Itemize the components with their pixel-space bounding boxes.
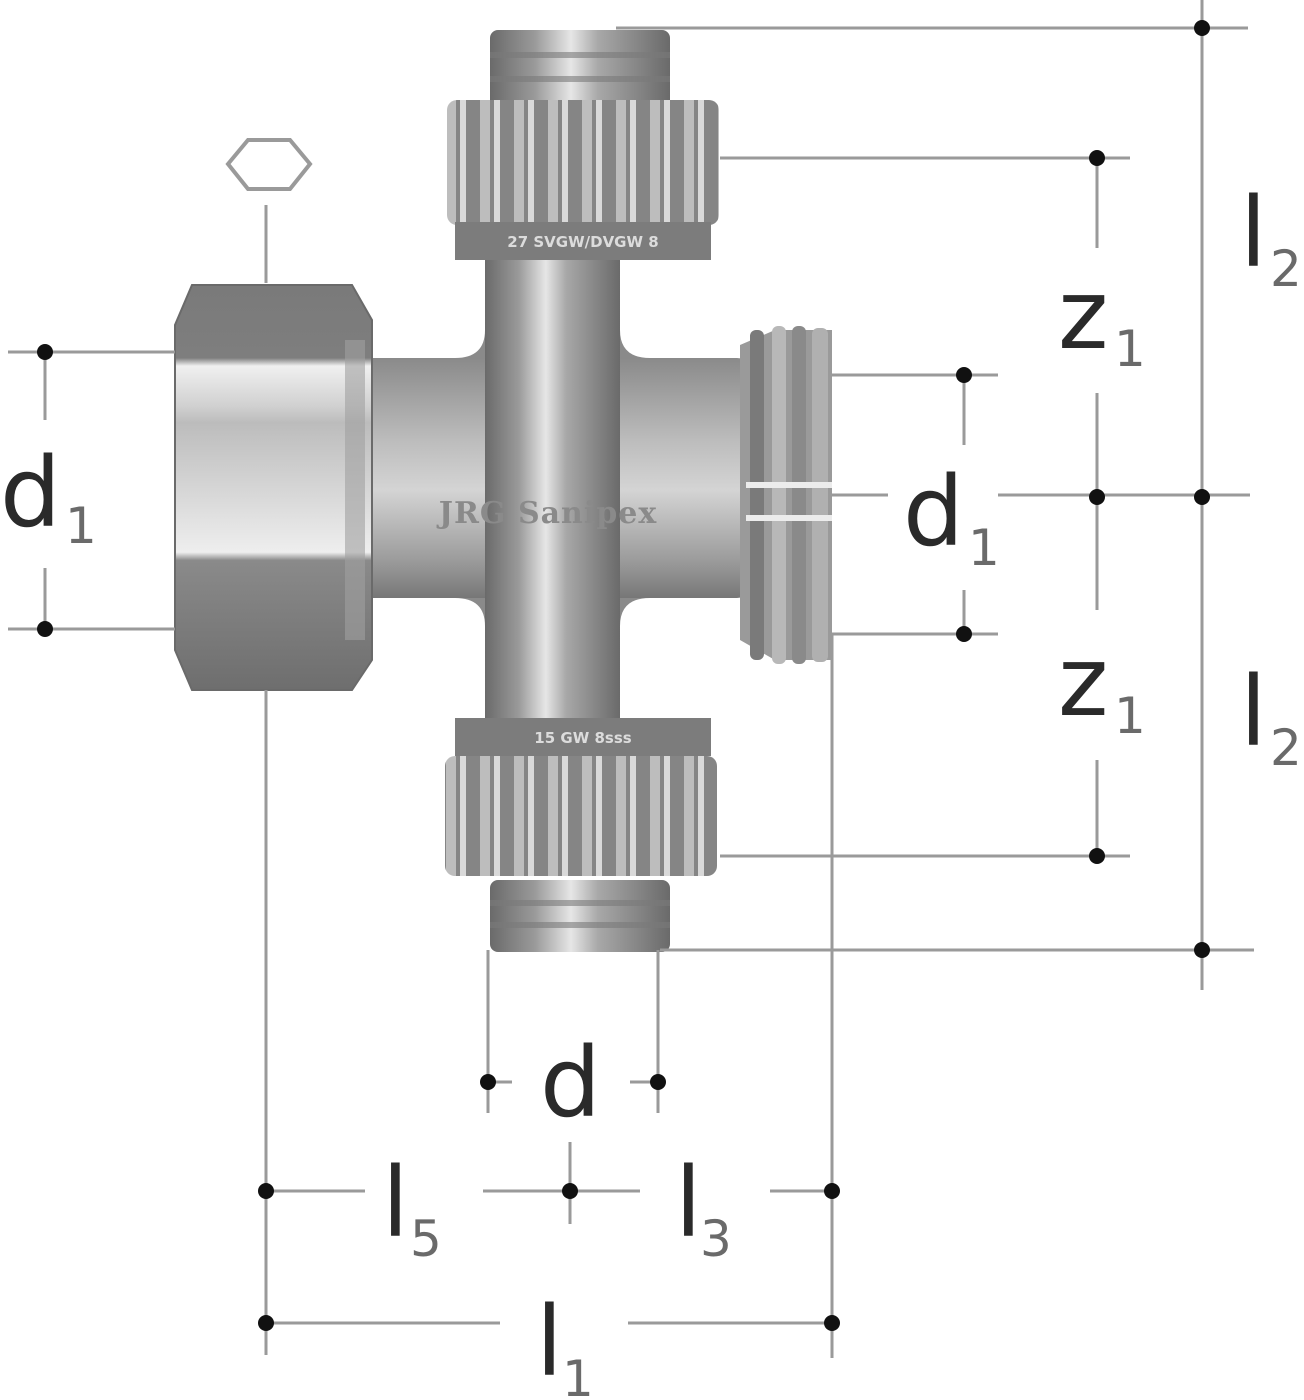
svg-text:l: l [675, 1147, 702, 1259]
dimension-label-d1-left: d 1 [0, 437, 97, 555]
dimension-label-z1-bottom: z 1 [1058, 626, 1146, 745]
svg-text:l: l [382, 1147, 409, 1259]
bottom-nut-stamp: 15 GW 8sss [534, 729, 631, 747]
dimension-label-z1-top: z 1 [1058, 259, 1146, 378]
svg-text:1: 1 [968, 519, 1000, 577]
dimension-label-l5: l 5 [382, 1147, 442, 1268]
left-hex-nut [174, 284, 373, 691]
dimension-label-l2-top: l 2 [1240, 177, 1302, 298]
svg-text:l: l [1240, 177, 1267, 289]
svg-text:1: 1 [1114, 320, 1146, 378]
svg-text:z: z [1058, 626, 1108, 738]
svg-text:z: z [1058, 259, 1108, 371]
dimension-label-l1: l 1 [536, 1286, 594, 1400]
top-nut-stamp: 27 SVGW/DVGW 8 [507, 233, 658, 251]
svg-text:l: l [1240, 656, 1267, 768]
svg-text:l: l [536, 1286, 563, 1398]
dimension-label-l2-bottom: l 2 [1240, 656, 1302, 777]
top-union-nut: 27 SVGW/DVGW 8 [447, 30, 719, 260]
dimension-label-d1-right: d 1 [903, 456, 1000, 577]
svg-text:d: d [903, 456, 964, 568]
svg-text:3: 3 [700, 1210, 732, 1268]
svg-text:d: d [0, 437, 61, 549]
svg-text:1: 1 [65, 497, 97, 555]
dimension-label-l3: l 3 [675, 1147, 732, 1268]
brand-text: JRG Sanipex [436, 496, 658, 531]
svg-text:5: 5 [410, 1210, 442, 1268]
dimension-label-d: d [540, 1027, 601, 1139]
right-male-thread [740, 326, 832, 664]
dimension-lines [8, 0, 1254, 1358]
svg-text:1: 1 [1114, 687, 1146, 745]
svg-text:d: d [540, 1027, 601, 1139]
svg-text:2: 2 [1270, 719, 1302, 777]
hexagon-wrench-icon [225, 138, 313, 283]
fitting-body: JRG Sanipex 27 SVGW/DVGW 8 [174, 30, 832, 952]
svg-text:2: 2 [1270, 240, 1302, 298]
body-vertical [485, 255, 620, 725]
svg-text:1: 1 [562, 1350, 594, 1400]
bottom-union-nut: 15 GW 8sss [445, 718, 717, 952]
